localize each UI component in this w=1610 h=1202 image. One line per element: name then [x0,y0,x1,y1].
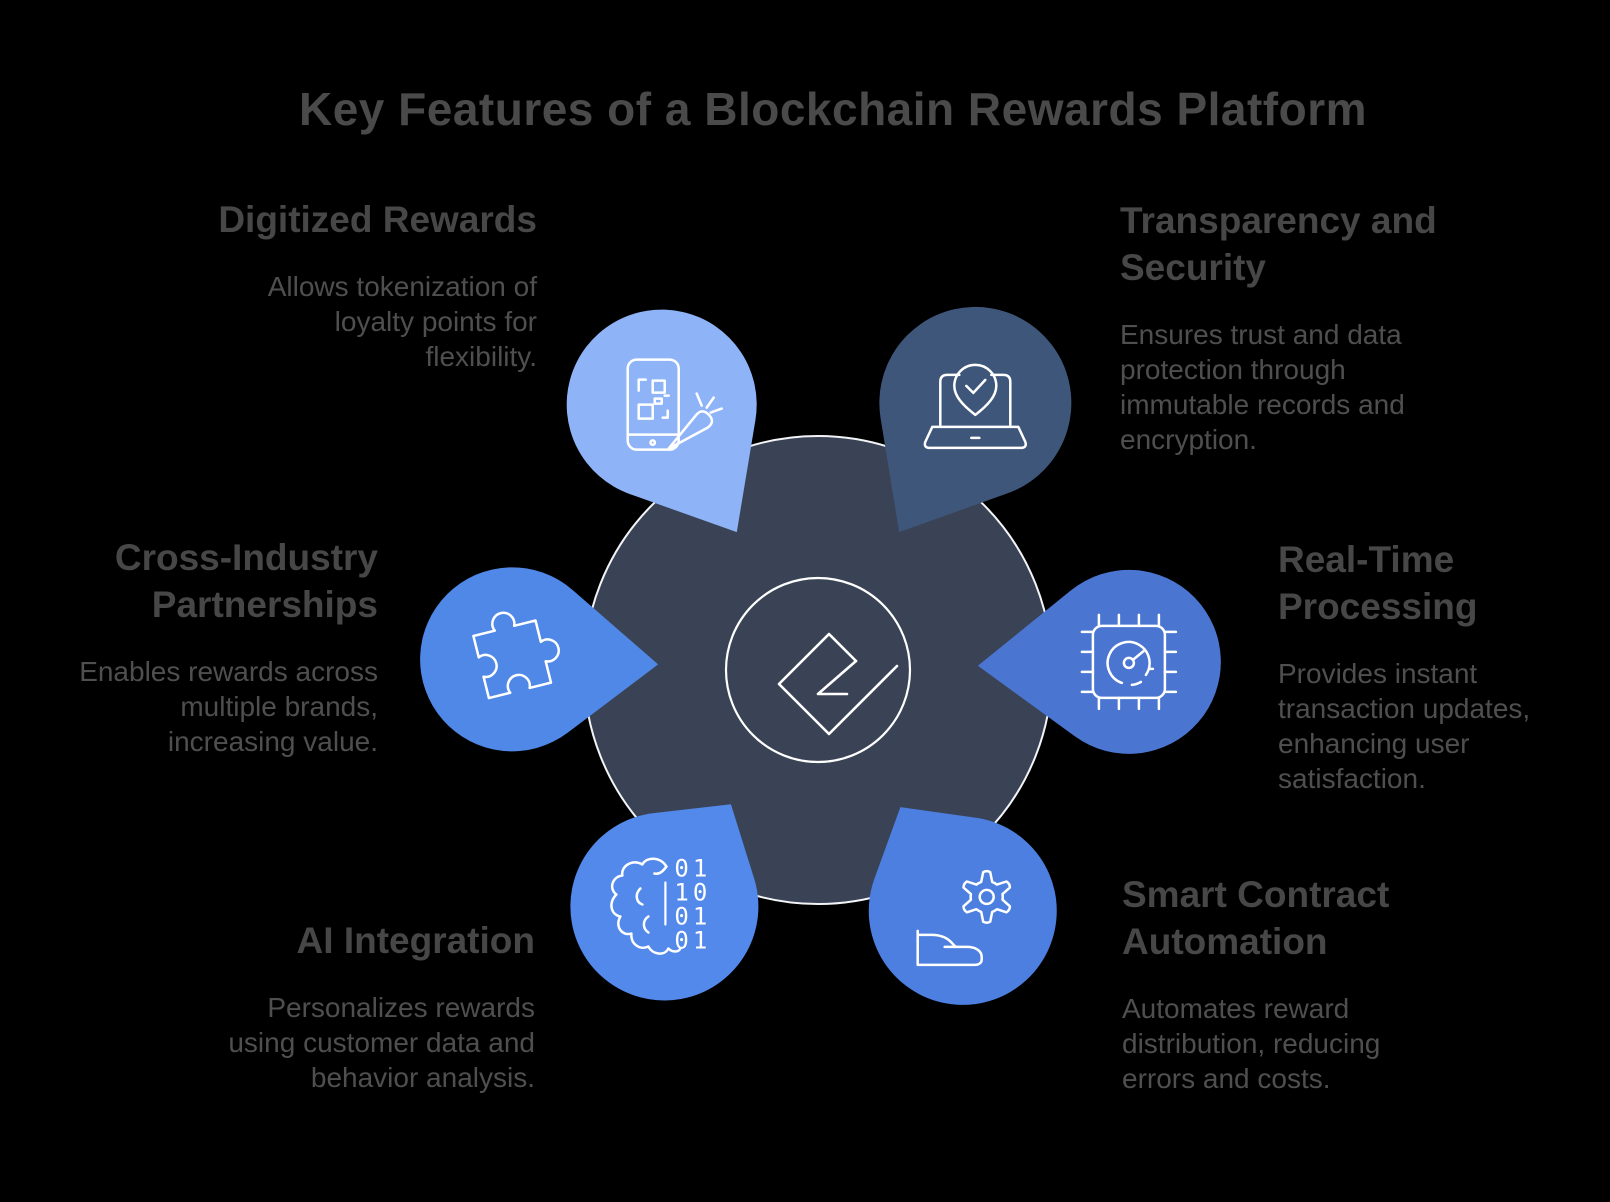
feature-title: AI Integration [296,920,535,961]
petal-transparency [879,306,1072,533]
feature-description: Enables rewards across multiple brands, … [79,656,378,757]
feature-description: Personalizes rewards using customer data… [228,992,535,1093]
feature-block-smart-contract: Smart Contract Automation Automates rewa… [1122,871,1457,1096]
feature-description: Automates reward distribution, reducing … [1122,993,1381,1094]
page-title: Key Features of a Blockchain Rewards Pla… [298,83,1368,135]
feature-title: Real-Time Processing [1278,539,1478,627]
e-mark-logo [724,576,912,764]
feature-block-realtime: Real-Time Processing Provides instant tr… [1278,536,1568,796]
feature-block-ai: AI Integration Personalizes rewards usin… [227,917,535,1095]
feature-title: Smart Contract Automation [1122,874,1390,962]
feature-title: Digitized Rewards [218,199,537,240]
petal-cross [420,567,659,752]
feature-description: Ensures trust and data protection throug… [1120,319,1405,455]
feature-description: Provides instant transaction updates, en… [1278,658,1531,794]
feature-block-transparency: Transparency and Security Ensures trust … [1120,197,1465,457]
feature-block-digitized: Digitized Rewards Allows tokenization of… [217,196,537,374]
feature-title: Cross-Industry Partnerships [114,537,378,625]
petal-digitized [566,309,757,533]
feature-title: Transparency and Security [1120,200,1437,288]
feature-block-cross-industry: Cross-Industry Partnerships Enables rewa… [48,534,378,759]
petal-layer [420,306,1221,1005]
feature-description: Allows tokenization of loyalty points fo… [267,271,537,372]
